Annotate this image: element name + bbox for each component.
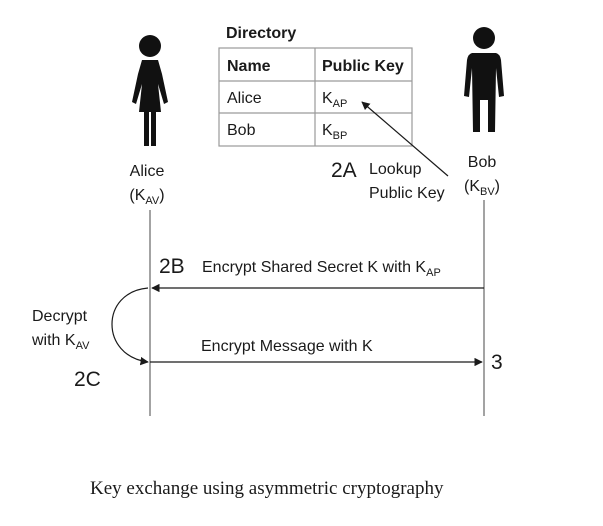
header-public-key: Public Key xyxy=(322,58,404,75)
decrypt-line2: with KAV xyxy=(31,332,90,352)
alice-key-open: (K xyxy=(129,187,145,204)
row-key-bob-sub: BP xyxy=(333,130,348,142)
step-2b-sub: AP xyxy=(426,267,441,279)
directory-title: Directory xyxy=(226,25,296,42)
step-2a-line1: Lookup xyxy=(369,161,422,178)
bob-key-sub: BV xyxy=(480,186,495,198)
directory-table: Directory Name Public Key Alice KAP Bob … xyxy=(218,25,413,147)
bob-key-open: (K xyxy=(464,178,480,195)
bob-key-label: (KBV) xyxy=(464,178,500,198)
decrypt-line1: Decrypt xyxy=(32,308,88,325)
lookup-arrow xyxy=(361,101,449,177)
decrypt-loop-arrow xyxy=(111,287,149,366)
figure-caption: Key exchange using asymmetric cryptograp… xyxy=(90,478,444,499)
alice-key-sub: AV xyxy=(145,195,160,207)
bob-label: Bob xyxy=(468,154,497,171)
decrypt-line2-text: with K xyxy=(31,332,76,349)
alice-key-close: ) xyxy=(159,187,164,204)
row-key-alice-sub: AP xyxy=(333,98,348,110)
row-key-alice: KAP xyxy=(322,90,347,110)
alice-person-icon xyxy=(132,35,168,146)
step-2a-line2: Public Key xyxy=(369,185,445,202)
row-name-alice: Alice xyxy=(227,90,262,107)
bob-person-icon xyxy=(464,27,504,132)
message-label: Encrypt Message with K xyxy=(201,338,373,355)
step-3-number: 3 xyxy=(491,351,503,374)
row-key-alice-base: K xyxy=(322,90,333,107)
step-2b-label: Encrypt Shared Secret K with KAP xyxy=(202,259,441,279)
alice-label: Alice xyxy=(130,163,165,180)
alice-key-label: (KAV) xyxy=(129,187,164,207)
row-key-bob: KBP xyxy=(322,122,347,142)
step-2b-text: Encrypt Shared Secret K with K xyxy=(202,259,426,276)
step-2a-number: 2A xyxy=(331,159,357,182)
step-2b-number: 2B xyxy=(159,255,185,278)
step-2c-number: 2C xyxy=(74,368,101,391)
row-key-bob-base: K xyxy=(322,122,333,139)
decrypt-line2-sub: AV xyxy=(76,340,91,352)
bob-key-close: ) xyxy=(495,178,500,195)
row-name-bob: Bob xyxy=(227,122,256,139)
header-name: Name xyxy=(227,58,271,75)
